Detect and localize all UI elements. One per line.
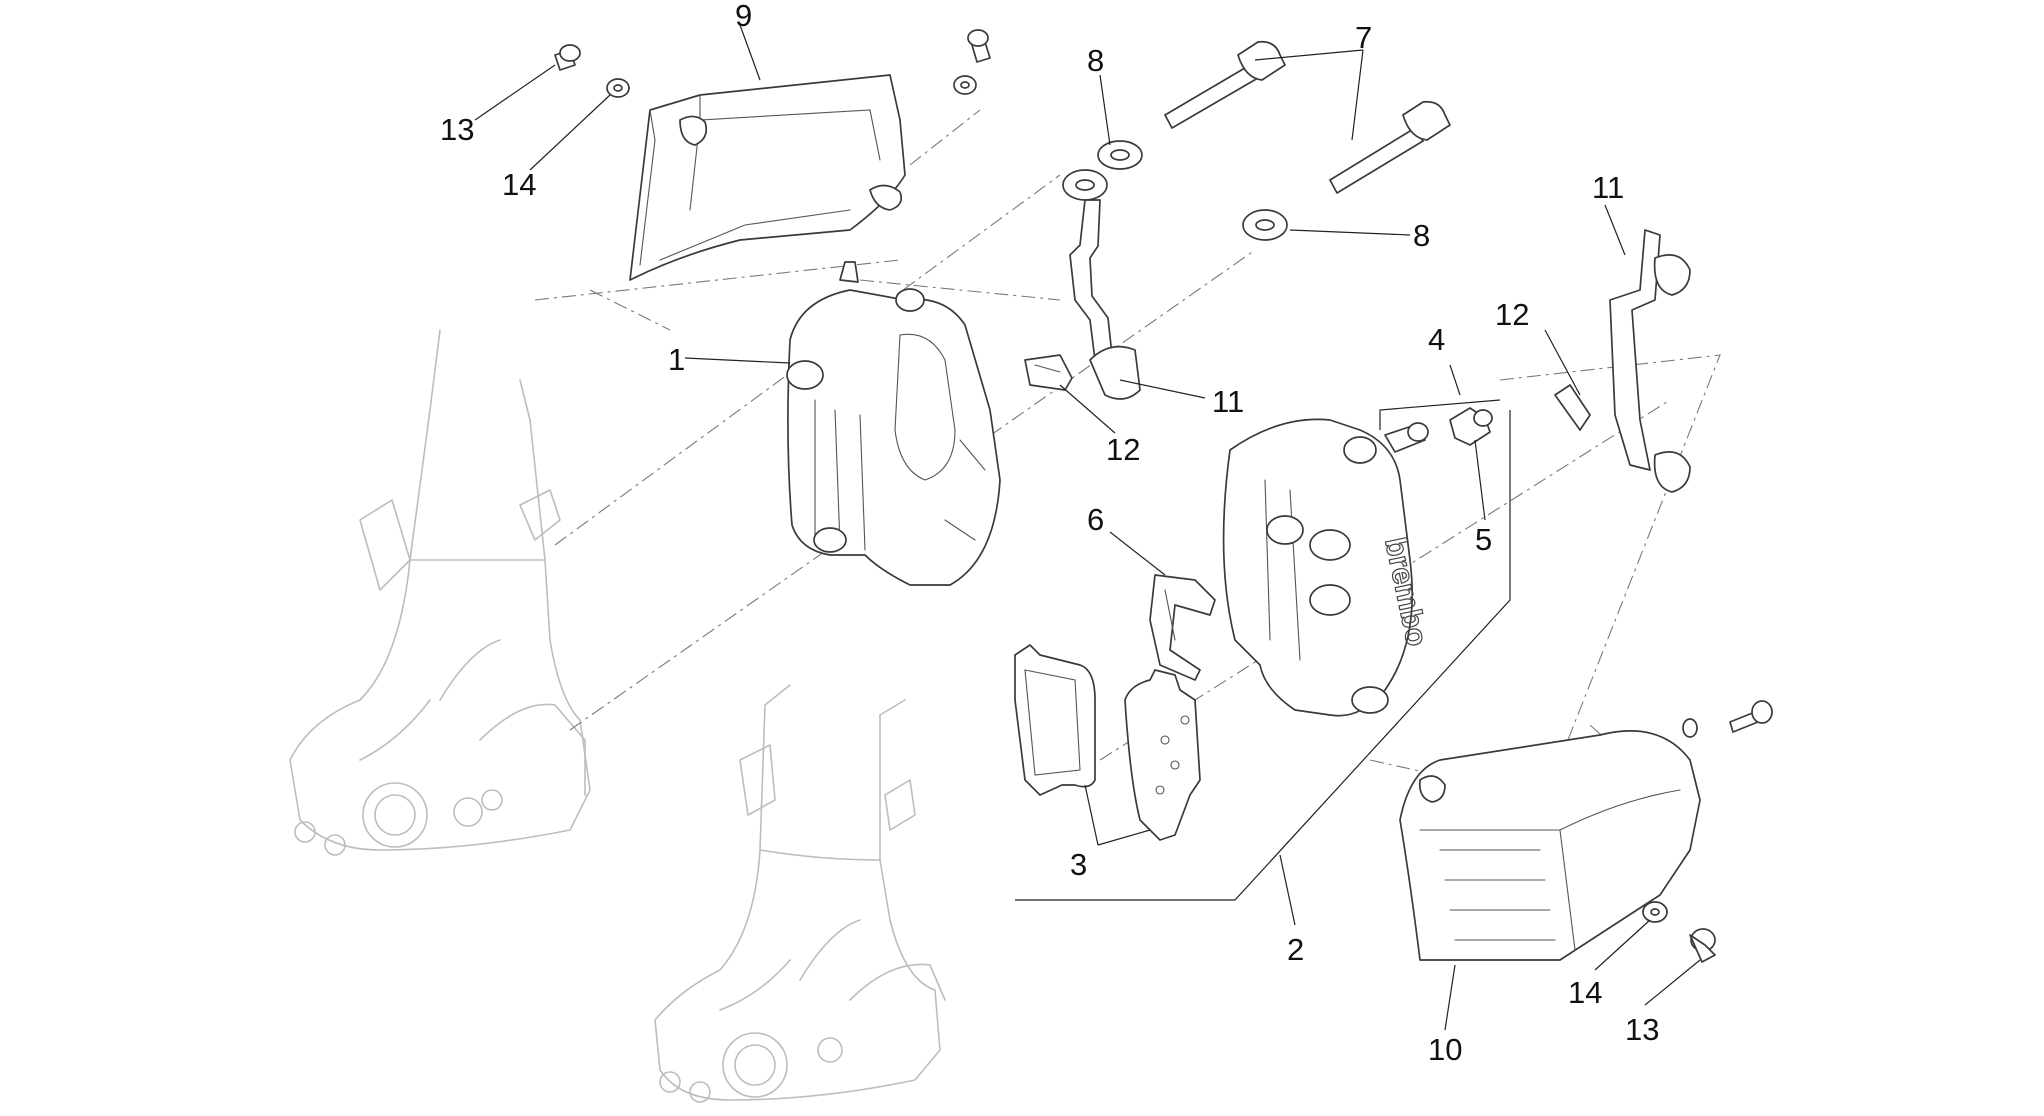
fork-leg-left xyxy=(289,329,591,856)
callout-11: 11 xyxy=(1212,384,1244,419)
callout-1: 1 xyxy=(668,342,685,377)
callout-3: 3 xyxy=(1070,847,1087,882)
callout-6: 6 xyxy=(1087,502,1104,537)
callout-12-right: 12 xyxy=(1495,297,1529,332)
assembly-bracket-2 xyxy=(1015,410,1511,901)
part-caliper-right: brembo xyxy=(1222,418,1434,717)
callout-7: 7 xyxy=(1355,20,1372,55)
part-brake-pads xyxy=(1014,644,1201,841)
callout-10: 10 xyxy=(1428,1032,1462,1067)
part-clips xyxy=(1024,354,1591,431)
part-bolts xyxy=(1164,40,1451,194)
part-bleeder-kit xyxy=(1379,399,1501,453)
callout-8-lower: 8 xyxy=(1413,218,1430,253)
part-caliper-left xyxy=(786,261,1001,586)
callout-2: 2 xyxy=(1287,932,1304,967)
callout-14: 14 xyxy=(502,167,536,202)
callout-11-right: 11 xyxy=(1592,170,1624,205)
part-pad-spring xyxy=(1149,574,1216,681)
part-cover-upper xyxy=(629,74,906,281)
callout-14-lower: 14 xyxy=(1568,975,1602,1010)
callout-9: 9 xyxy=(735,0,752,33)
leader-lines xyxy=(474,24,1701,1031)
callout-13: 13 xyxy=(440,112,474,147)
part-screws-washers xyxy=(554,29,1773,963)
part-brackets xyxy=(1069,199,1691,493)
callout-8: 8 xyxy=(1087,43,1104,78)
part-cover-lower xyxy=(1399,730,1701,961)
callout-12: 12 xyxy=(1106,432,1140,467)
fork-leg-right xyxy=(654,684,946,1103)
part-spacers xyxy=(1062,140,1288,241)
callout-labels: 9 13 14 8 7 8 11 12 4 1 11 12 5 6 3 2 14… xyxy=(440,0,1659,1067)
callout-13-lower: 13 xyxy=(1625,1012,1659,1047)
callout-4: 4 xyxy=(1428,322,1445,357)
callout-5: 5 xyxy=(1475,522,1492,557)
